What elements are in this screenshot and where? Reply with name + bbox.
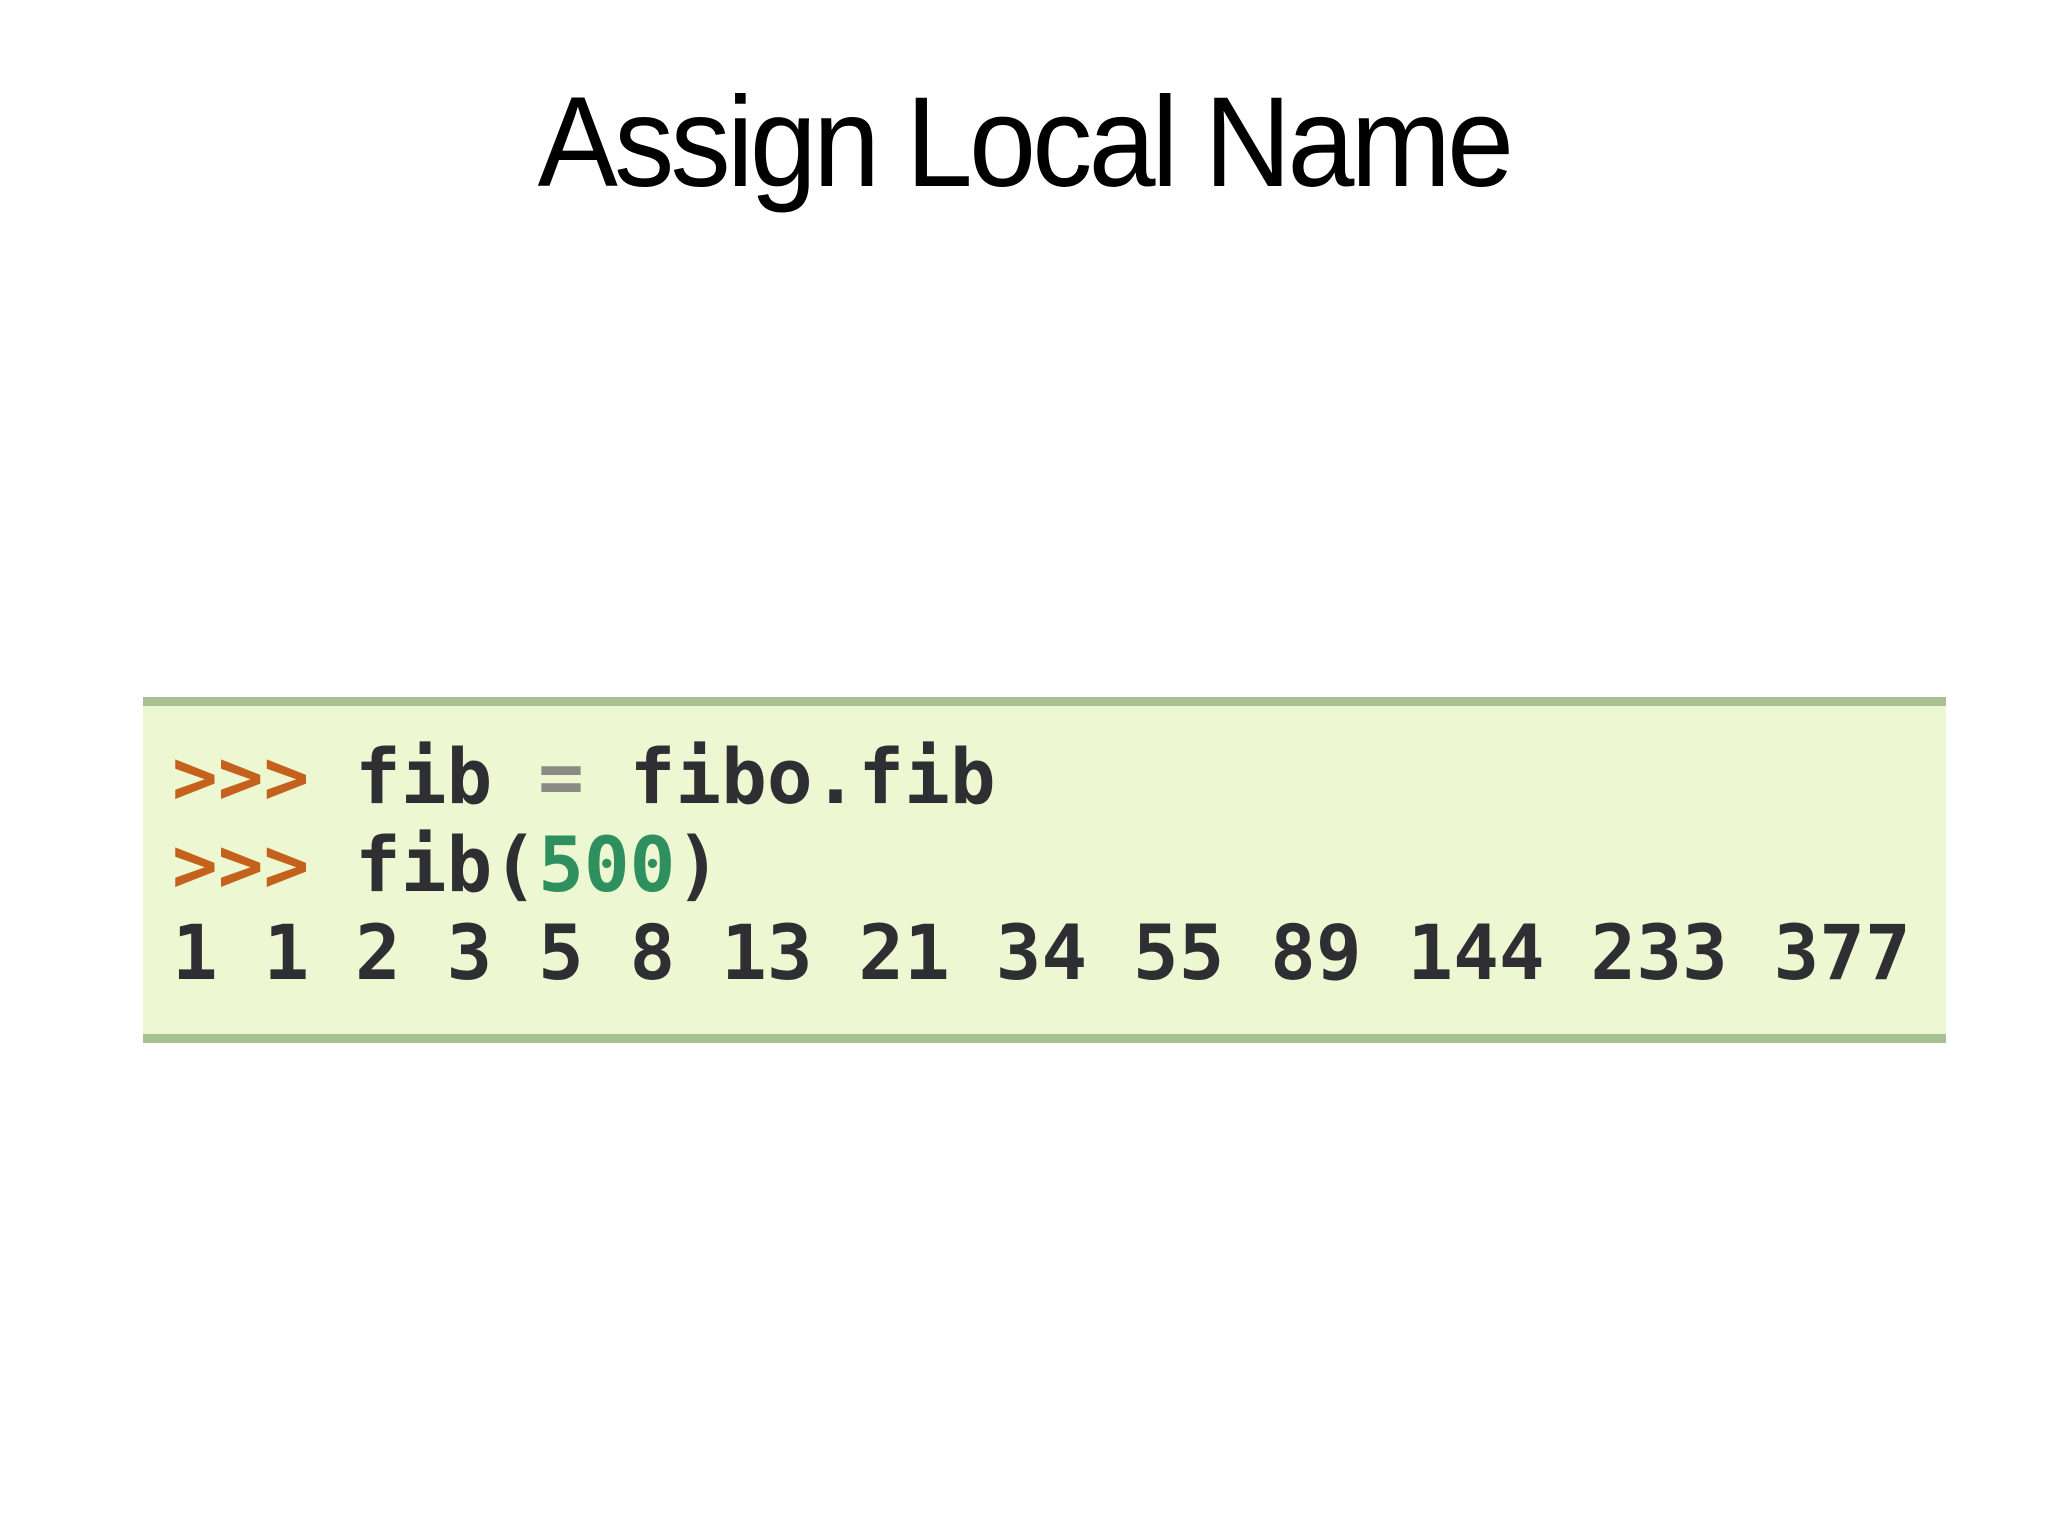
code-line: >>> fib = fibo.fib [172, 733, 1926, 821]
code-block: >>> fib = fibo.fib >>> fib(500) 1 1 2 3 … [143, 697, 1946, 1043]
number-literal: 500 [538, 820, 676, 909]
equals-operator: = [538, 732, 584, 821]
prompt-symbol: >>> [172, 732, 356, 821]
code-text: fib [355, 732, 539, 821]
code-text: fibo.fib [583, 732, 996, 821]
page-title: Assign Local Name [537, 71, 1514, 214]
prompt-symbol: >>> [172, 820, 356, 909]
code-line: >>> fib(500) [172, 821, 1926, 909]
code-line: 1 1 2 3 5 8 13 21 34 55 89 144 233 377 [172, 909, 1926, 997]
code-text: fib( [355, 820, 539, 909]
output-text: 1 1 2 3 5 8 13 21 34 55 89 144 233 377 [172, 908, 1911, 997]
code-text: ) [675, 820, 722, 909]
